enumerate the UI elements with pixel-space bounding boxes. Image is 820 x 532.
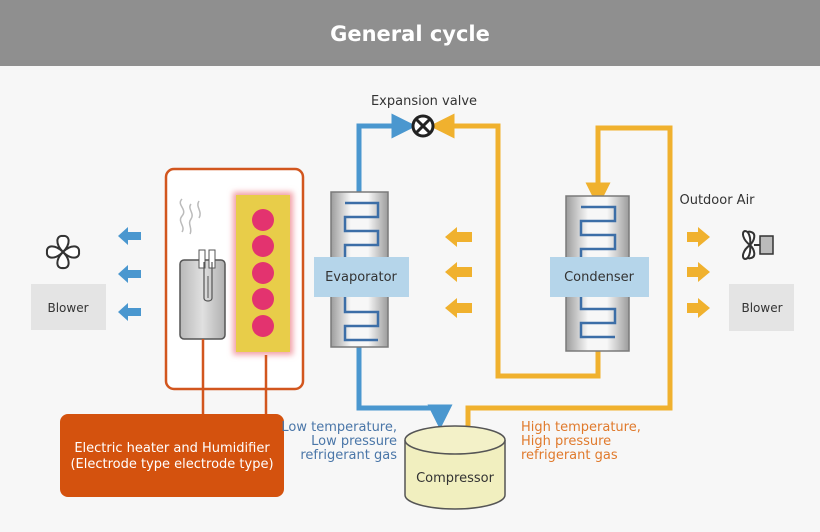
pipe-evaporator-to-compressor	[356, 345, 453, 430]
outdoor-air-label: Outdoor Air	[679, 193, 755, 208]
compressor-label: Compressor	[416, 471, 495, 486]
hot-pipes	[429, 113, 673, 432]
steam-icon	[179, 198, 201, 235]
orange-airflow-arrows-middle	[445, 227, 472, 318]
high-label-line3: refrigerant gas	[521, 448, 618, 463]
fan-icon-right	[741, 229, 774, 261]
expansion-valve	[411, 114, 435, 138]
heating-elements	[252, 209, 274, 337]
high-label-line1: High temperature,	[521, 420, 641, 435]
low-label-line1: Low temperature,	[281, 420, 397, 435]
heater-callout-line2: (Electrode type electrode type)	[70, 457, 273, 472]
blower-box-left	[31, 284, 106, 330]
heating-element	[252, 209, 274, 231]
fan-icon-left	[45, 234, 81, 270]
diagram-title: General cycle	[330, 22, 490, 46]
heater-callout-box	[60, 414, 284, 497]
cold-pipes	[356, 113, 453, 430]
high-label-line2: High pressure	[521, 434, 611, 449]
evaporator-label-box	[314, 257, 409, 297]
orange-air-arrow	[445, 262, 472, 282]
blue-air-arrow	[118, 227, 141, 245]
orange-air-arrow	[445, 227, 472, 247]
condenser-label-box	[550, 257, 649, 297]
orange-air-arrow	[687, 262, 710, 282]
blower-label-right: Blower	[741, 301, 782, 315]
condenser: Condenser	[550, 195, 649, 352]
evaporator-coil	[343, 201, 380, 342]
heating-element	[252, 288, 274, 310]
low-label-line2: Low pressure	[311, 434, 397, 449]
compressor	[404, 425, 506, 510]
blower-box-right	[729, 284, 794, 331]
expansion-valve-label: Expansion valve	[371, 94, 477, 109]
condenser-coil	[579, 205, 617, 339]
pipe-condenser-to-valve	[429, 113, 601, 379]
pipe-valve-to-evaporator	[356, 113, 417, 200]
pipe-compressor-to-top	[465, 125, 673, 432]
orange-air-arrow	[687, 298, 710, 318]
evaporator-label: Evaporator	[325, 270, 397, 285]
blue-air-arrow	[118, 265, 141, 283]
low-label-line3: refrigerant gas	[300, 448, 397, 463]
condenser-label: Condenser	[564, 270, 635, 285]
orange-air-arrow	[687, 227, 710, 247]
heating-element	[252, 235, 274, 257]
orange-air-arrow	[445, 298, 472, 318]
heating-element	[252, 262, 274, 284]
blue-airflow-arrows	[118, 227, 141, 321]
title-bar	[0, 0, 820, 66]
orange-airflow-arrows-right	[687, 227, 710, 318]
evaporator: Evaporator	[314, 191, 409, 348]
humidifier-icon	[179, 249, 226, 340]
heating-element	[252, 315, 274, 337]
blue-air-arrow	[118, 303, 141, 321]
heater-callout-line1: Electric heater and Humidifier	[74, 441, 270, 456]
blower-label-left: Blower	[47, 301, 88, 315]
